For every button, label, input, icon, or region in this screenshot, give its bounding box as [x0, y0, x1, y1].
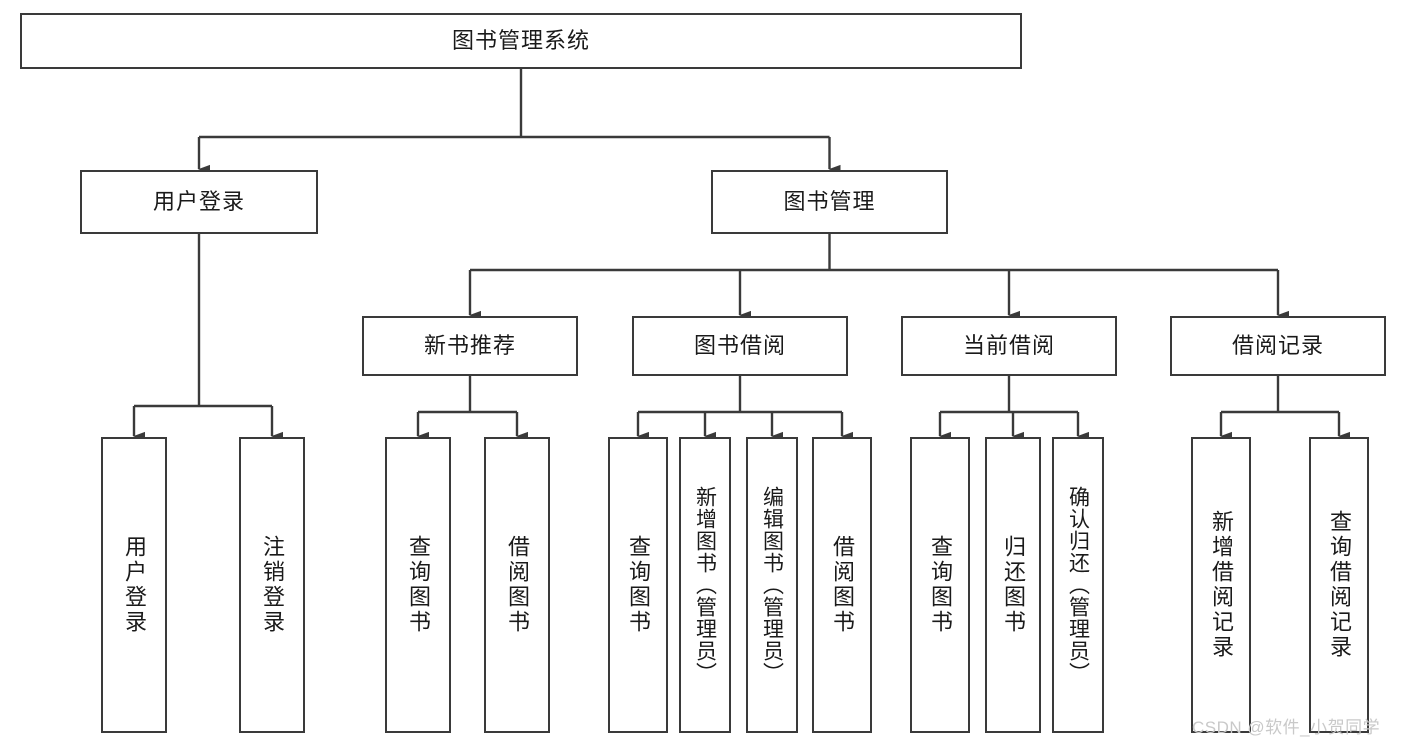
- node-leaf-query-rec[interactable]: 查询借阅记录: [1309, 437, 1369, 733]
- node-label: 查询图书: [928, 535, 953, 635]
- node-label: 查询借阅记录: [1327, 510, 1352, 660]
- node-borrow-record[interactable]: 借阅记录: [1170, 316, 1386, 376]
- node-label: 用户登录: [122, 535, 147, 635]
- node-label: 图书管理: [783, 188, 876, 214]
- node-root[interactable]: 图书管理系统: [20, 13, 1022, 69]
- node-label: 借阅图书: [505, 535, 530, 635]
- node-label: 查询图书: [626, 535, 651, 635]
- node-label: 用户登录: [152, 188, 245, 214]
- node-leaf-query-1[interactable]: 查询图书: [385, 437, 451, 733]
- node-label: 确认归还（管理员）: [1066, 486, 1090, 684]
- node-label: 借阅图书: [830, 535, 855, 635]
- node-label: 新增借阅记录: [1209, 510, 1234, 660]
- node-label: 新增图书（管理员）: [693, 486, 717, 684]
- node-book-manage[interactable]: 图书管理: [711, 170, 948, 234]
- node-label: 借阅记录: [1231, 332, 1324, 358]
- csdn-watermark: CSDN @软件_小贺同学: [1192, 718, 1381, 737]
- node-leaf-confirm[interactable]: 确认归还（管理员）: [1052, 437, 1104, 733]
- node-current-borrow[interactable]: 当前借阅: [901, 316, 1117, 376]
- node-label: 图书借阅: [693, 332, 786, 358]
- node-leaf-add-book[interactable]: 新增图书（管理员）: [679, 437, 731, 733]
- node-label: 编辑图书（管理员）: [760, 486, 784, 684]
- node-new-book-rec[interactable]: 新书推荐: [362, 316, 578, 376]
- node-label: 查询图书: [406, 535, 431, 635]
- node-leaf-user-login[interactable]: 用户登录: [101, 437, 167, 733]
- node-leaf-return[interactable]: 归还图书: [985, 437, 1041, 733]
- node-leaf-borrow-1[interactable]: 借阅图书: [484, 437, 550, 733]
- node-leaf-query-3[interactable]: 查询图书: [910, 437, 970, 733]
- node-user-login[interactable]: 用户登录: [80, 170, 318, 234]
- node-label: 注销登录: [260, 535, 285, 635]
- node-leaf-query-2[interactable]: 查询图书: [608, 437, 668, 733]
- node-leaf-logout[interactable]: 注销登录: [239, 437, 305, 733]
- node-label: 当前借阅: [962, 332, 1055, 358]
- node-label: 新书推荐: [423, 332, 516, 358]
- node-leaf-borrow-2[interactable]: 借阅图书: [812, 437, 872, 733]
- node-leaf-add-rec[interactable]: 新增借阅记录: [1191, 437, 1251, 733]
- node-label: 图书管理系统: [451, 27, 590, 53]
- edge-group: [132, 69, 1350, 441]
- node-leaf-edit-book[interactable]: 编辑图书（管理员）: [746, 437, 798, 733]
- node-label: 归还图书: [1001, 535, 1026, 635]
- node-book-borrow[interactable]: 图书借阅: [632, 316, 848, 376]
